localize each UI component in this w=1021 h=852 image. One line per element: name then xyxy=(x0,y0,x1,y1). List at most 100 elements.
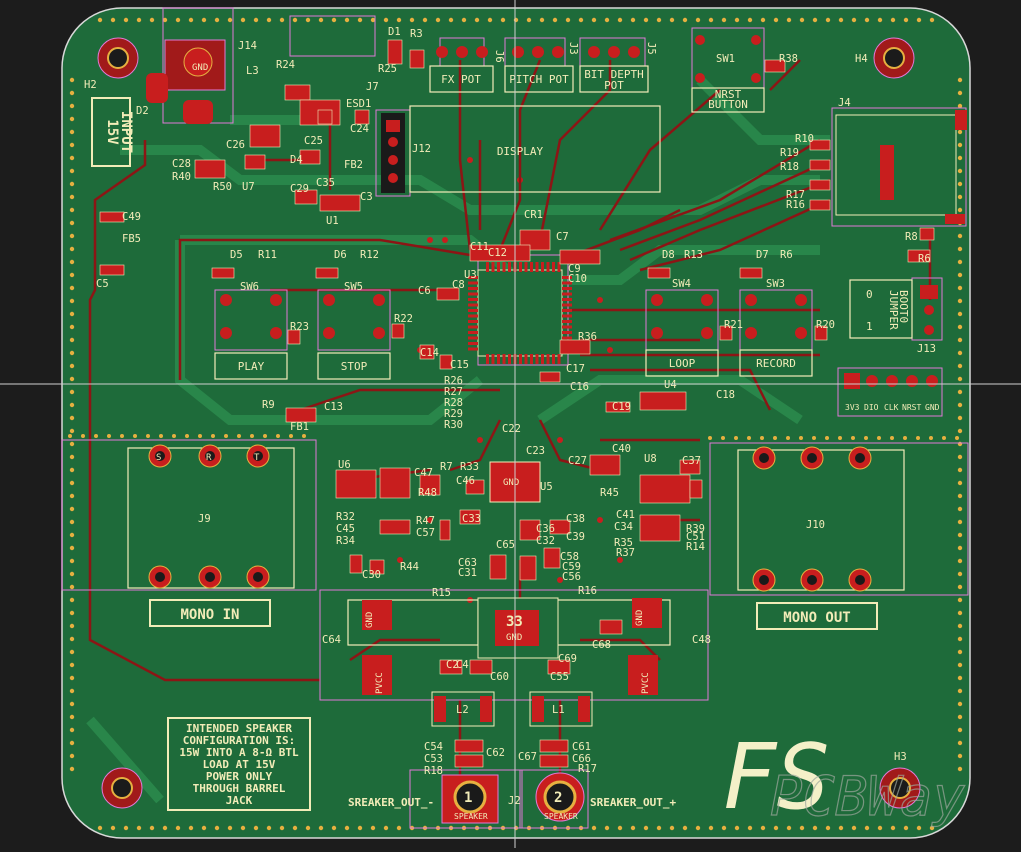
cap-c4[interactable]: GND PVCC C64 xyxy=(322,600,392,695)
smd-part[interactable] xyxy=(354,109,370,125)
smd-part[interactable] xyxy=(809,139,831,151)
via xyxy=(760,436,764,440)
smd-part[interactable] xyxy=(539,754,569,768)
smd-part[interactable] xyxy=(639,391,687,411)
header-j6[interactable]: J6 xyxy=(436,46,505,63)
smd-part[interactable] xyxy=(244,154,266,170)
smd-part[interactable] xyxy=(391,323,405,339)
boot-jumper-j13[interactable]: J13 xyxy=(917,285,938,355)
smd-part[interactable] xyxy=(469,659,493,675)
smd-part[interactable] xyxy=(814,325,828,341)
smd-part[interactable] xyxy=(194,159,226,179)
smd-part[interactable] xyxy=(809,179,831,191)
smd-part[interactable] xyxy=(319,194,361,212)
mounting-hole-h1[interactable] xyxy=(101,767,143,809)
smd-part[interactable] xyxy=(719,325,733,341)
ref-label: C47 xyxy=(414,467,433,479)
smd-part[interactable] xyxy=(409,49,425,69)
smd-part[interactable] xyxy=(559,249,601,265)
smd-part[interactable] xyxy=(599,619,623,635)
smd-part[interactable] xyxy=(294,189,318,205)
smd-part[interactable] xyxy=(439,519,451,541)
switch-sw4[interactable]: SW4 xyxy=(651,278,713,339)
header-j12[interactable]: J12 xyxy=(381,113,431,193)
smd-part[interactable] xyxy=(519,555,537,581)
via xyxy=(69,363,75,369)
smd-part[interactable] xyxy=(335,469,377,499)
smd-part[interactable] xyxy=(809,199,831,211)
smd-part[interactable] xyxy=(639,514,681,542)
smd-part[interactable] xyxy=(99,264,125,276)
connector-j4[interactable]: J4 xyxy=(835,97,967,224)
smd-part[interactable] xyxy=(489,554,507,580)
smd-part[interactable] xyxy=(284,84,311,101)
smd-part[interactable] xyxy=(605,401,631,413)
smd-part[interactable] xyxy=(419,474,441,496)
smd-part[interactable] xyxy=(639,474,691,504)
smd-part[interactable] xyxy=(647,267,671,279)
smd-part[interactable] xyxy=(543,547,561,569)
smd-part[interactable] xyxy=(689,479,703,499)
via xyxy=(188,825,194,831)
smd-part[interactable] xyxy=(459,509,481,525)
smd-part[interactable] xyxy=(919,227,935,241)
smd-part[interactable] xyxy=(349,554,363,574)
smd-part[interactable] xyxy=(549,519,571,535)
smd-part[interactable] xyxy=(249,124,281,148)
mounting-hole-h3[interactable]: H3 xyxy=(879,751,921,809)
mounting-hole-h4[interactable]: H4 xyxy=(855,37,915,79)
header-j5[interactable]: J5 xyxy=(588,42,657,58)
smd-part[interactable] xyxy=(285,407,317,423)
via xyxy=(305,825,311,831)
switch-sw5[interactable]: SW5 xyxy=(323,281,385,339)
amp-u2[interactable]: 33 GND xyxy=(477,597,559,659)
cap-c2[interactable]: GND PVCC C48 xyxy=(628,598,711,695)
inductor-l1[interactable]: L1 xyxy=(529,691,593,727)
smd-part[interactable] xyxy=(539,739,569,753)
switch-sw1[interactable]: SW1 xyxy=(695,35,761,83)
smd-part[interactable] xyxy=(539,371,561,383)
smd-part[interactable] xyxy=(465,479,485,495)
smd-part[interactable] xyxy=(764,59,786,73)
smd-part[interactable] xyxy=(439,659,463,675)
smd-part[interactable] xyxy=(454,739,484,753)
smd-part[interactable] xyxy=(317,109,333,125)
audio-jack-j10[interactable]: J10 xyxy=(752,446,872,592)
smd-part[interactable] xyxy=(299,149,321,165)
smd-part[interactable] xyxy=(679,459,701,475)
smd-part[interactable] xyxy=(211,267,235,279)
smd-part[interactable] xyxy=(739,267,763,279)
smd-part[interactable] xyxy=(907,249,931,263)
via xyxy=(864,17,870,23)
smd-part[interactable] xyxy=(559,339,591,355)
switch-sw3[interactable]: SW3 xyxy=(745,278,807,339)
smd-components[interactable] xyxy=(99,39,935,768)
audio-jack-j9[interactable]: S R T J9 xyxy=(148,444,270,589)
smd-part[interactable] xyxy=(436,287,460,301)
speaker-pad-plus[interactable]: 2 SPEAKER xyxy=(535,772,585,822)
barrel-jack-j14[interactable]: GND J14 xyxy=(146,39,257,124)
speaker-pad-minus[interactable]: 1 SPEAKER xyxy=(441,774,499,824)
mcu-u3[interactable] xyxy=(468,262,572,364)
smd-part[interactable] xyxy=(387,39,403,65)
inductor-l2[interactable]: L2 xyxy=(431,691,495,727)
smd-part[interactable] xyxy=(547,659,571,675)
switch-sw6[interactable]: SW6 xyxy=(220,281,282,339)
smd-part[interactable] xyxy=(589,454,621,476)
smd-part[interactable] xyxy=(439,354,453,370)
smd-part[interactable] xyxy=(287,329,301,345)
smd-part[interactable] xyxy=(369,559,385,575)
ref-label: U7 xyxy=(242,181,255,193)
smd-part[interactable] xyxy=(454,754,484,768)
smd-part[interactable] xyxy=(99,211,125,223)
smd-part[interactable] xyxy=(519,519,541,541)
smd-part[interactable] xyxy=(809,159,831,171)
smd-part[interactable] xyxy=(419,344,435,360)
mounting-hole-h2[interactable]: H2 xyxy=(84,37,139,91)
smd-part[interactable] xyxy=(379,519,411,535)
ref-label: C14 xyxy=(420,347,439,359)
smd-part[interactable] xyxy=(315,267,339,279)
smd-part[interactable] xyxy=(379,467,411,499)
